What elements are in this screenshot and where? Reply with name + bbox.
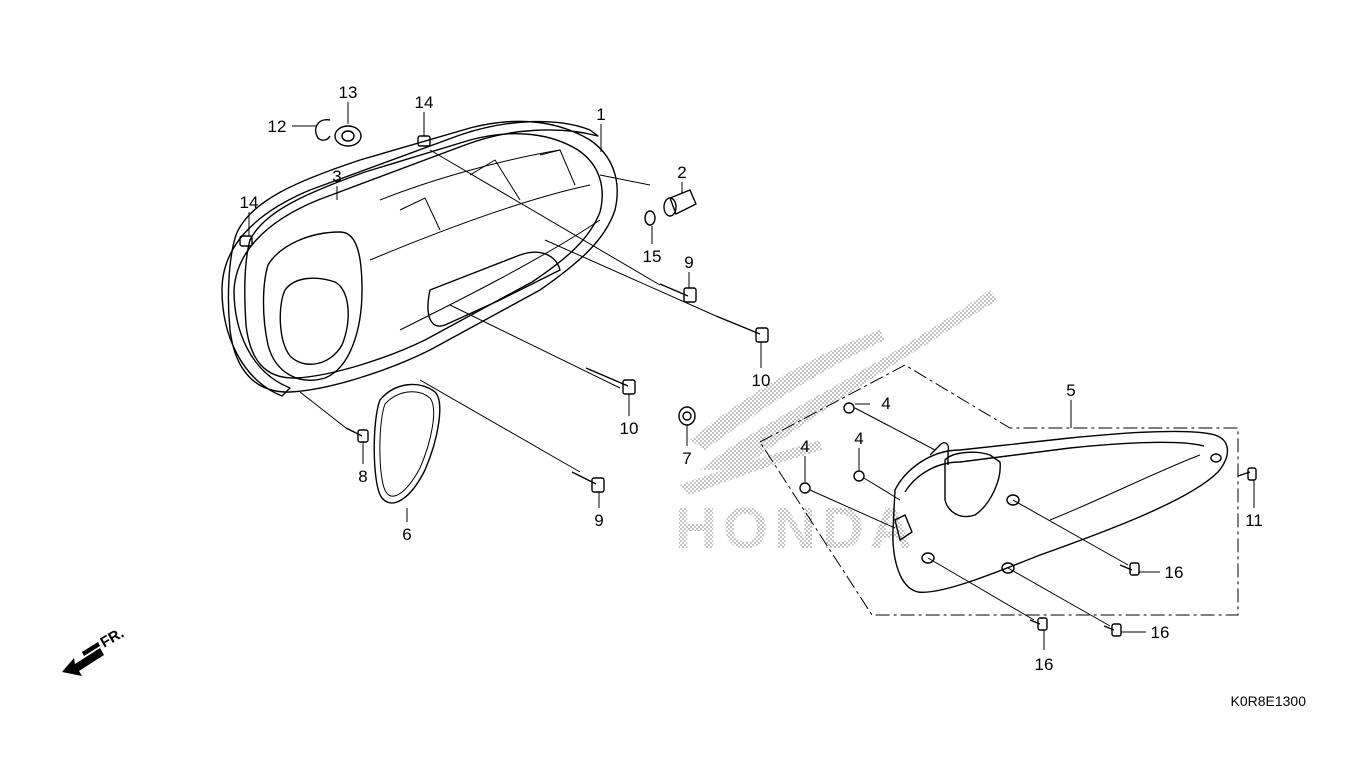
diagram-code: K0R8E1300 <box>1230 693 1306 709</box>
callout-10-lower: 10 <box>620 419 639 438</box>
callout-12: 12 <box>268 117 287 136</box>
gasket-6 <box>373 383 441 504</box>
dowel-pin-14-left <box>239 235 253 247</box>
reference-lines-cover <box>809 407 1129 627</box>
bolt-16-lower <box>1029 617 1048 631</box>
plug-2 <box>663 189 697 217</box>
cover-gasket <box>221 120 599 397</box>
circlip-12 <box>314 119 331 141</box>
bolt-10-lower <box>585 367 636 395</box>
callout-6: 6 <box>402 525 411 544</box>
grommet-4b <box>853 470 865 482</box>
grommet-4a <box>843 402 855 414</box>
callout-16-middle: 16 <box>1151 623 1170 642</box>
callout-9-lower: 9 <box>594 511 603 530</box>
front-direction-arrow <box>62 642 104 676</box>
bolt-9-lower <box>571 471 605 493</box>
callout-14-top: 14 <box>415 93 434 112</box>
bolt-8 <box>345 427 369 443</box>
bolt-9-upper <box>659 283 697 303</box>
bolt-16-middle <box>1103 623 1122 637</box>
callout-4-top: 4 <box>881 394 890 413</box>
reference-lines <box>299 149 717 473</box>
nut-7 <box>678 406 696 426</box>
callout-14-left: 14 <box>240 193 259 212</box>
callout-ticks <box>248 102 1255 650</box>
outer-cover-5 <box>759 364 1239 616</box>
callout-7: 7 <box>682 449 691 468</box>
callout-15: 15 <box>643 247 662 266</box>
callout-13: 13 <box>339 83 358 102</box>
callout-16-right: 16 <box>1165 563 1184 582</box>
callout-5: 5 <box>1066 381 1075 400</box>
callout-2: 2 <box>677 163 686 182</box>
bolt-16-right <box>1119 562 1140 576</box>
left-crankcase-cover <box>227 120 618 393</box>
callout-9-upper: 9 <box>684 253 693 272</box>
bearing-13 <box>334 125 362 147</box>
callout-3: 3 <box>332 167 341 186</box>
callout-10-upper: 10 <box>752 371 771 390</box>
callout-8: 8 <box>358 467 367 486</box>
grommet-4c <box>799 482 811 494</box>
honda-watermark-text: HONDA <box>675 496 918 561</box>
callout-16-lower: 16 <box>1035 655 1054 674</box>
bolt-10-upper <box>715 315 769 343</box>
front-direction-label: FR. <box>98 625 127 652</box>
callout-11: 11 <box>1245 511 1263 530</box>
callout-4-left: 4 <box>800 437 809 456</box>
callout-4-middle: 4 <box>854 429 863 448</box>
bolt-11 <box>1237 467 1257 481</box>
callout-1: 1 <box>596 105 605 124</box>
honda-watermark: HONDA <box>675 290 998 561</box>
o-ring-15 <box>644 210 656 226</box>
